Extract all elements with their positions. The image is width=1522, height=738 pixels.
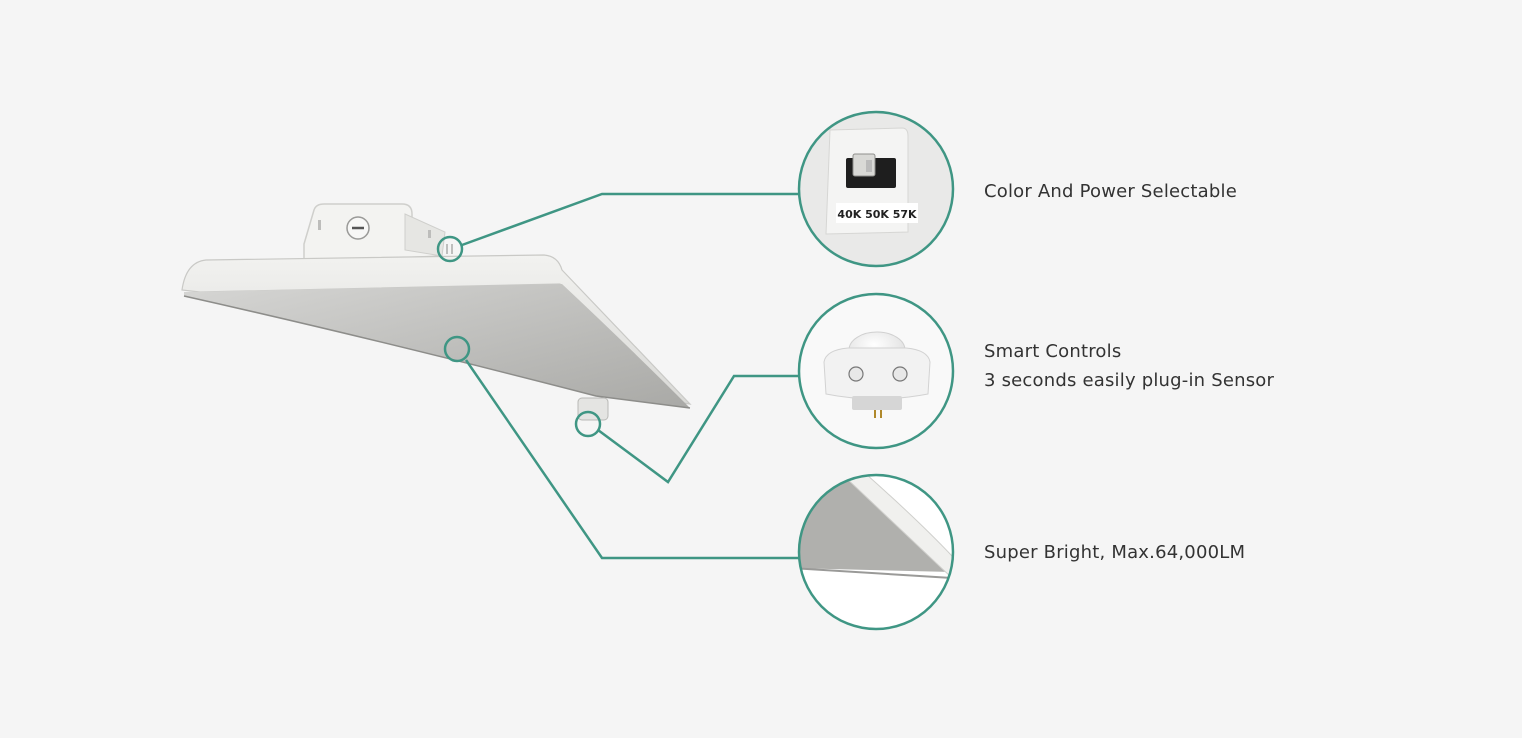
feature-smart-controls: Smart Controls 3 seconds easily plug-in … [984, 337, 1274, 395]
callout-line-sensor [597, 374, 799, 484]
hotspot-brightness[interactable] [443, 335, 471, 363]
callout-lines [461, 192, 799, 560]
feature-super-bright: Super Bright, Max.64,000LM [984, 538, 1245, 567]
feature-color-power: Color And Power Selectable [984, 177, 1237, 206]
detail-circle-brightness [797, 473, 955, 631]
hotspot-selector[interactable] [436, 235, 464, 263]
hotspot-sensor[interactable] [574, 410, 602, 438]
sensor-plug [577, 397, 609, 421]
detail-circle-selector: 40K 50K 57K [797, 110, 955, 268]
sensor-dial-icon [892, 366, 908, 382]
sensor-dial-icon [848, 366, 864, 382]
high-bay-light-fixture [181, 203, 692, 421]
callout-line-brightness [464, 359, 799, 560]
feature-title: Super Bright, Max.64,000LM [984, 542, 1246, 563]
fixture-lens [184, 284, 690, 408]
feature-title: Smart Controls [984, 341, 1122, 362]
feature-subtitle: 3 seconds easily plug-in Sensor [984, 370, 1275, 391]
detail-circle-sensor [797, 292, 955, 450]
callout-line-selector [461, 192, 799, 247]
feature-title: Color And Power Selectable [984, 181, 1237, 202]
selector-switch-label: 40K 50K 57K [837, 208, 917, 221]
